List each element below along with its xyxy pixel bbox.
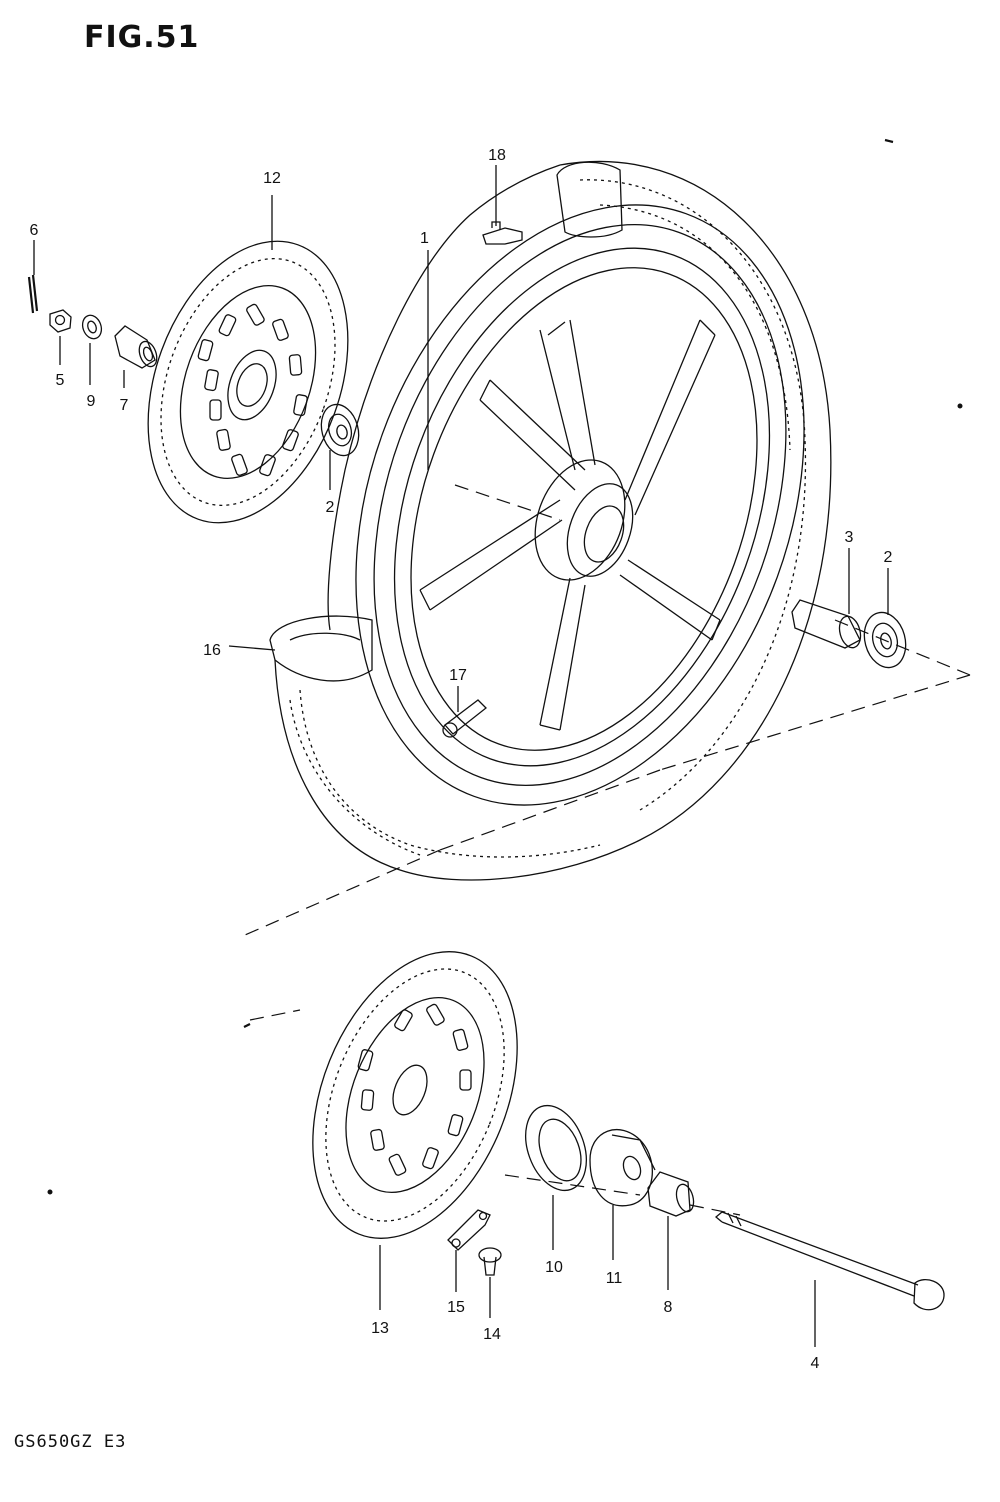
collar-part-upper [114,325,158,369]
callout-7: 7 [120,397,129,414]
callout-5: 5 [56,372,65,389]
model-code: GS650GZ E3 [14,1432,127,1452]
axle-part [714,1211,945,1311]
castle-nut-part [49,309,72,333]
spacer-part [791,599,862,649]
callout-13: 13 [371,1320,389,1337]
callout-labels: 1 2 2 3 4 5 6 7 8 9 10 11 12 13 14 15 16… [30,147,893,1372]
callout-16: 16 [203,642,221,659]
disc-vent-slots-upper [197,303,308,477]
bearing-upper-part [320,403,360,457]
callout-6: 6 [30,222,39,239]
collar-part-lower [647,1171,695,1217]
balancer-weight-part [482,221,523,245]
hub-gear-part [589,1129,656,1207]
callout-18: 18 [488,147,506,164]
callout-1: 1 [420,230,429,247]
lock-washer-part [447,1209,491,1251]
callout-8: 8 [664,1299,673,1316]
cotter-pin-part [27,274,39,314]
callout-15: 15 [447,1299,465,1316]
bearing-right-part [863,611,907,669]
callout-17: 17 [449,667,467,684]
figure-title: FIG.51 [84,20,200,55]
callout-4: 4 [811,1355,820,1372]
wheel-assembly [269,160,832,881]
callout-14: 14 [483,1326,501,1343]
callout-2b: 2 [884,549,893,566]
callout-9: 9 [87,393,96,410]
callout-10: 10 [545,1259,563,1276]
brake-disc-upper [147,240,349,524]
dust-seal-part [525,1104,587,1192]
callout-11: 11 [606,1270,623,1287]
bolt-part [478,1247,502,1276]
valve-part [442,699,487,738]
assembly-axis [244,484,971,1216]
brake-disc-lower [312,951,518,1239]
washer-part [81,314,103,340]
callout-2a: 2 [326,499,335,516]
callout-12: 12 [263,170,281,187]
scan-marks [47,138,963,1195]
callout-3: 3 [845,529,854,546]
disc-vent-slots-lower [357,1003,472,1176]
leader-lines [33,165,889,1347]
